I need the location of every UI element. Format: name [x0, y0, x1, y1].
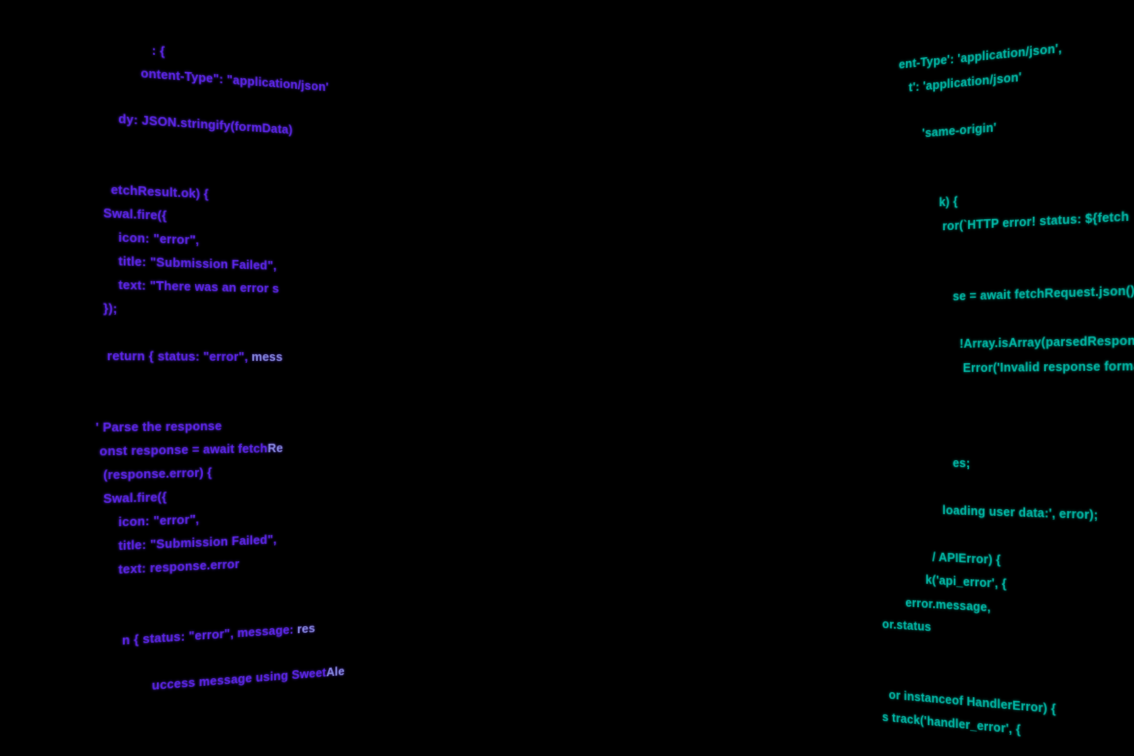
code-line [88, 368, 477, 392]
code-token: icon: "error", [88, 228, 200, 248]
code-token: title: "Submission Failed", [88, 531, 277, 555]
code-token: return { status: "error", [88, 348, 252, 364]
code-token: se = await fetchRequest.json(); [879, 282, 1134, 306]
code-token: !Array.isArray(parsedRespon [879, 332, 1134, 352]
code-token: }); [88, 300, 118, 316]
code-token: or.status [879, 616, 932, 634]
code-token: : { [88, 37, 166, 59]
code-line: return { status: "error", mess [88, 344, 477, 369]
code-token: loading user data:', error); [879, 500, 1099, 522]
code-token: Ale [326, 663, 345, 680]
code-line [879, 403, 1134, 430]
code-token: Re [267, 440, 284, 456]
code-token: ' Parse the response [88, 418, 222, 435]
code-token: mess [251, 349, 283, 364]
code-token: etchResult.ok) { [88, 180, 209, 202]
code-token: (response.error) { [88, 464, 213, 483]
code-token: onst response = await fetch [88, 440, 268, 459]
code-token: Error('Invalid response forma [879, 357, 1134, 376]
code-token: k) { [879, 193, 958, 213]
code-token: 'same-origin' [879, 119, 997, 144]
code-token: text: "There was an error s [88, 276, 280, 296]
code-line [88, 320, 477, 347]
code-line [879, 377, 1134, 404]
code-token: res [297, 620, 316, 637]
code-token: Swal.fire({ [88, 489, 167, 507]
code-token: Swal.fire({ [88, 204, 167, 223]
code-token: title: "Submission Failed", [88, 252, 277, 273]
code-token: / APIError) { [879, 546, 1001, 567]
right-code-plane: ent-Type': 'application/json', t': 'appl… [803, 0, 1134, 756]
right-code-panel: ent-Type': 'application/json', t': 'appl… [770, 30, 1134, 756]
code-token: error.message, [879, 593, 991, 615]
code-token: k('api_error', { [879, 569, 1007, 591]
left-code-plane: : { ontent-Type": "application/json' dy:… [70, 26, 477, 738]
code-token: text: response.error [88, 556, 240, 579]
code-token: icon: "error", [88, 511, 200, 531]
left-code-panel: : { ontent-Type": "application/json' dy:… [70, 26, 500, 732]
code-token: es; [879, 453, 971, 470]
